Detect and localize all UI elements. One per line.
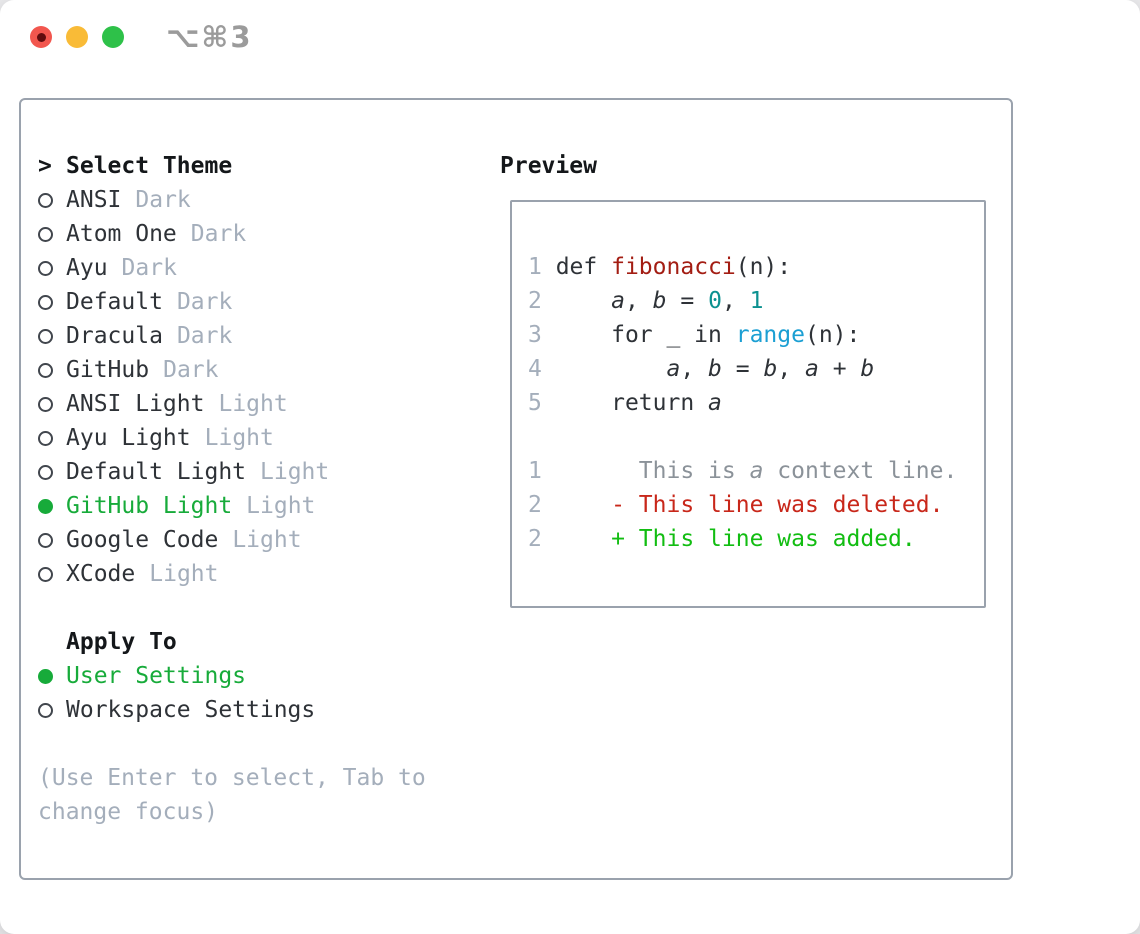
apply-option-user-settings[interactable]: User Settings — [38, 659, 426, 693]
theme-option-default[interactable]: Default Dark — [38, 285, 426, 319]
option-variant-label: Light — [218, 391, 288, 417]
theme-option-ayu[interactable]: Ayu Dark — [38, 251, 426, 285]
code-line: 1 This is a context line. — [528, 458, 958, 484]
option-variant-label: Dark — [176, 323, 233, 349]
code-line — [528, 420, 984, 454]
theme-option-ayu-light[interactable]: Ayu Light Light — [38, 421, 426, 455]
radio-icon — [38, 328, 53, 344]
theme-option-dracula[interactable]: Dracula Dark — [38, 319, 426, 353]
option-label: Ayu Light — [66, 425, 191, 451]
option-label: XCode — [66, 561, 136, 587]
radio-icon — [38, 566, 53, 582]
radio-selected-icon — [38, 668, 53, 684]
select-theme-header: > Select Theme — [38, 149, 426, 183]
keyboard-hint-line-2: change focus) — [38, 799, 219, 825]
option-variant-label: Dark — [163, 357, 219, 383]
option-label: ANSI — [66, 187, 122, 213]
radio-icon — [38, 192, 53, 208]
option-label: GitHub Light — [66, 493, 233, 519]
radio-icon — [38, 532, 53, 548]
radio-icon — [38, 464, 53, 480]
code-line: 5 return a — [528, 390, 722, 416]
option-variant-label: Light — [246, 493, 316, 519]
spacer — [38, 727, 426, 761]
theme-option-github[interactable]: GitHub Dark — [38, 353, 426, 387]
select-theme-title: Select Theme — [66, 153, 233, 179]
preview-title: Preview — [500, 153, 597, 179]
radio-icon — [38, 260, 53, 276]
option-variant-label: Light — [260, 459, 330, 485]
code-line: 2 + This line was added. — [528, 526, 916, 552]
theme-option-ansi-light[interactable]: ANSI Light Light — [38, 387, 426, 421]
window-title-shortcut: ⌥⌘3 — [166, 20, 253, 54]
option-variant-label: Light — [149, 561, 219, 587]
minimize-button[interactable] — [66, 26, 88, 48]
apply-to-header: Apply To — [38, 625, 426, 659]
option-variant-label: Dark — [176, 289, 233, 315]
radio-icon — [38, 396, 53, 412]
keyboard-hint-line-1: (Use Enter to select, Tab to — [38, 765, 426, 791]
apply-option-workspace-settings[interactable]: Workspace Settings — [38, 693, 426, 727]
option-label: Dracula — [66, 323, 163, 349]
code-line: 3 for _ in range(n): — [528, 322, 861, 348]
option-label: Ayu — [66, 255, 108, 281]
code-line: 2 a, b = 0, 1 — [528, 288, 764, 314]
apply-to-title: Apply To — [66, 629, 177, 655]
code-line: 1 def fibonacci(n): — [528, 254, 792, 280]
theme-option-xcode[interactable]: XCode Light — [38, 557, 426, 591]
radio-icon — [38, 362, 53, 378]
unsaved-indicator-dot — [36, 32, 46, 42]
option-label: Workspace Settings — [66, 697, 316, 723]
option-label: Default — [66, 289, 163, 315]
theme-option-atom-one[interactable]: Atom One Dark — [38, 217, 426, 251]
option-label: Google Code — [66, 527, 219, 553]
option-variant-label: Dark — [121, 255, 177, 281]
option-variant-label: Light — [204, 425, 274, 451]
option-label: Atom One — [66, 221, 177, 247]
code-line: 4 a, b = b, a + b — [528, 356, 875, 382]
spacer — [38, 591, 426, 625]
theme-option-github-light[interactable]: GitHub Light Light — [38, 489, 426, 523]
radio-selected-icon — [38, 498, 53, 514]
radio-icon — [38, 430, 53, 446]
code-line: 2 - This line was deleted. — [528, 492, 944, 518]
preview-box: 1 def fibonacci(n): 2 a, b = 0, 1 3 for _ … — [510, 200, 986, 608]
option-label: GitHub — [66, 357, 150, 383]
close-button[interactable] — [30, 26, 52, 48]
code-preview: 1 def fibonacci(n): 2 a, b = 0, 1 3 for _ … — [528, 250, 984, 556]
radio-icon — [38, 226, 53, 242]
option-variant-label: Light — [232, 527, 302, 553]
theme-option-default-light[interactable]: Default Light Light — [38, 455, 426, 489]
prompt-icon: > — [38, 153, 52, 179]
radio-icon — [38, 294, 53, 310]
option-variant-label: Dark — [190, 221, 247, 247]
theme-option-ansi[interactable]: ANSI Dark — [38, 183, 426, 217]
option-label: Default Light — [66, 459, 247, 485]
radio-icon — [38, 702, 53, 718]
theme-option-google-code[interactable]: Google Code Light — [38, 523, 426, 557]
option-variant-label: Dark — [135, 187, 191, 213]
option-label: User Settings — [66, 663, 247, 689]
zoom-button[interactable] — [102, 26, 124, 48]
traffic-lights — [30, 26, 124, 48]
option-label: ANSI Light — [66, 391, 205, 417]
